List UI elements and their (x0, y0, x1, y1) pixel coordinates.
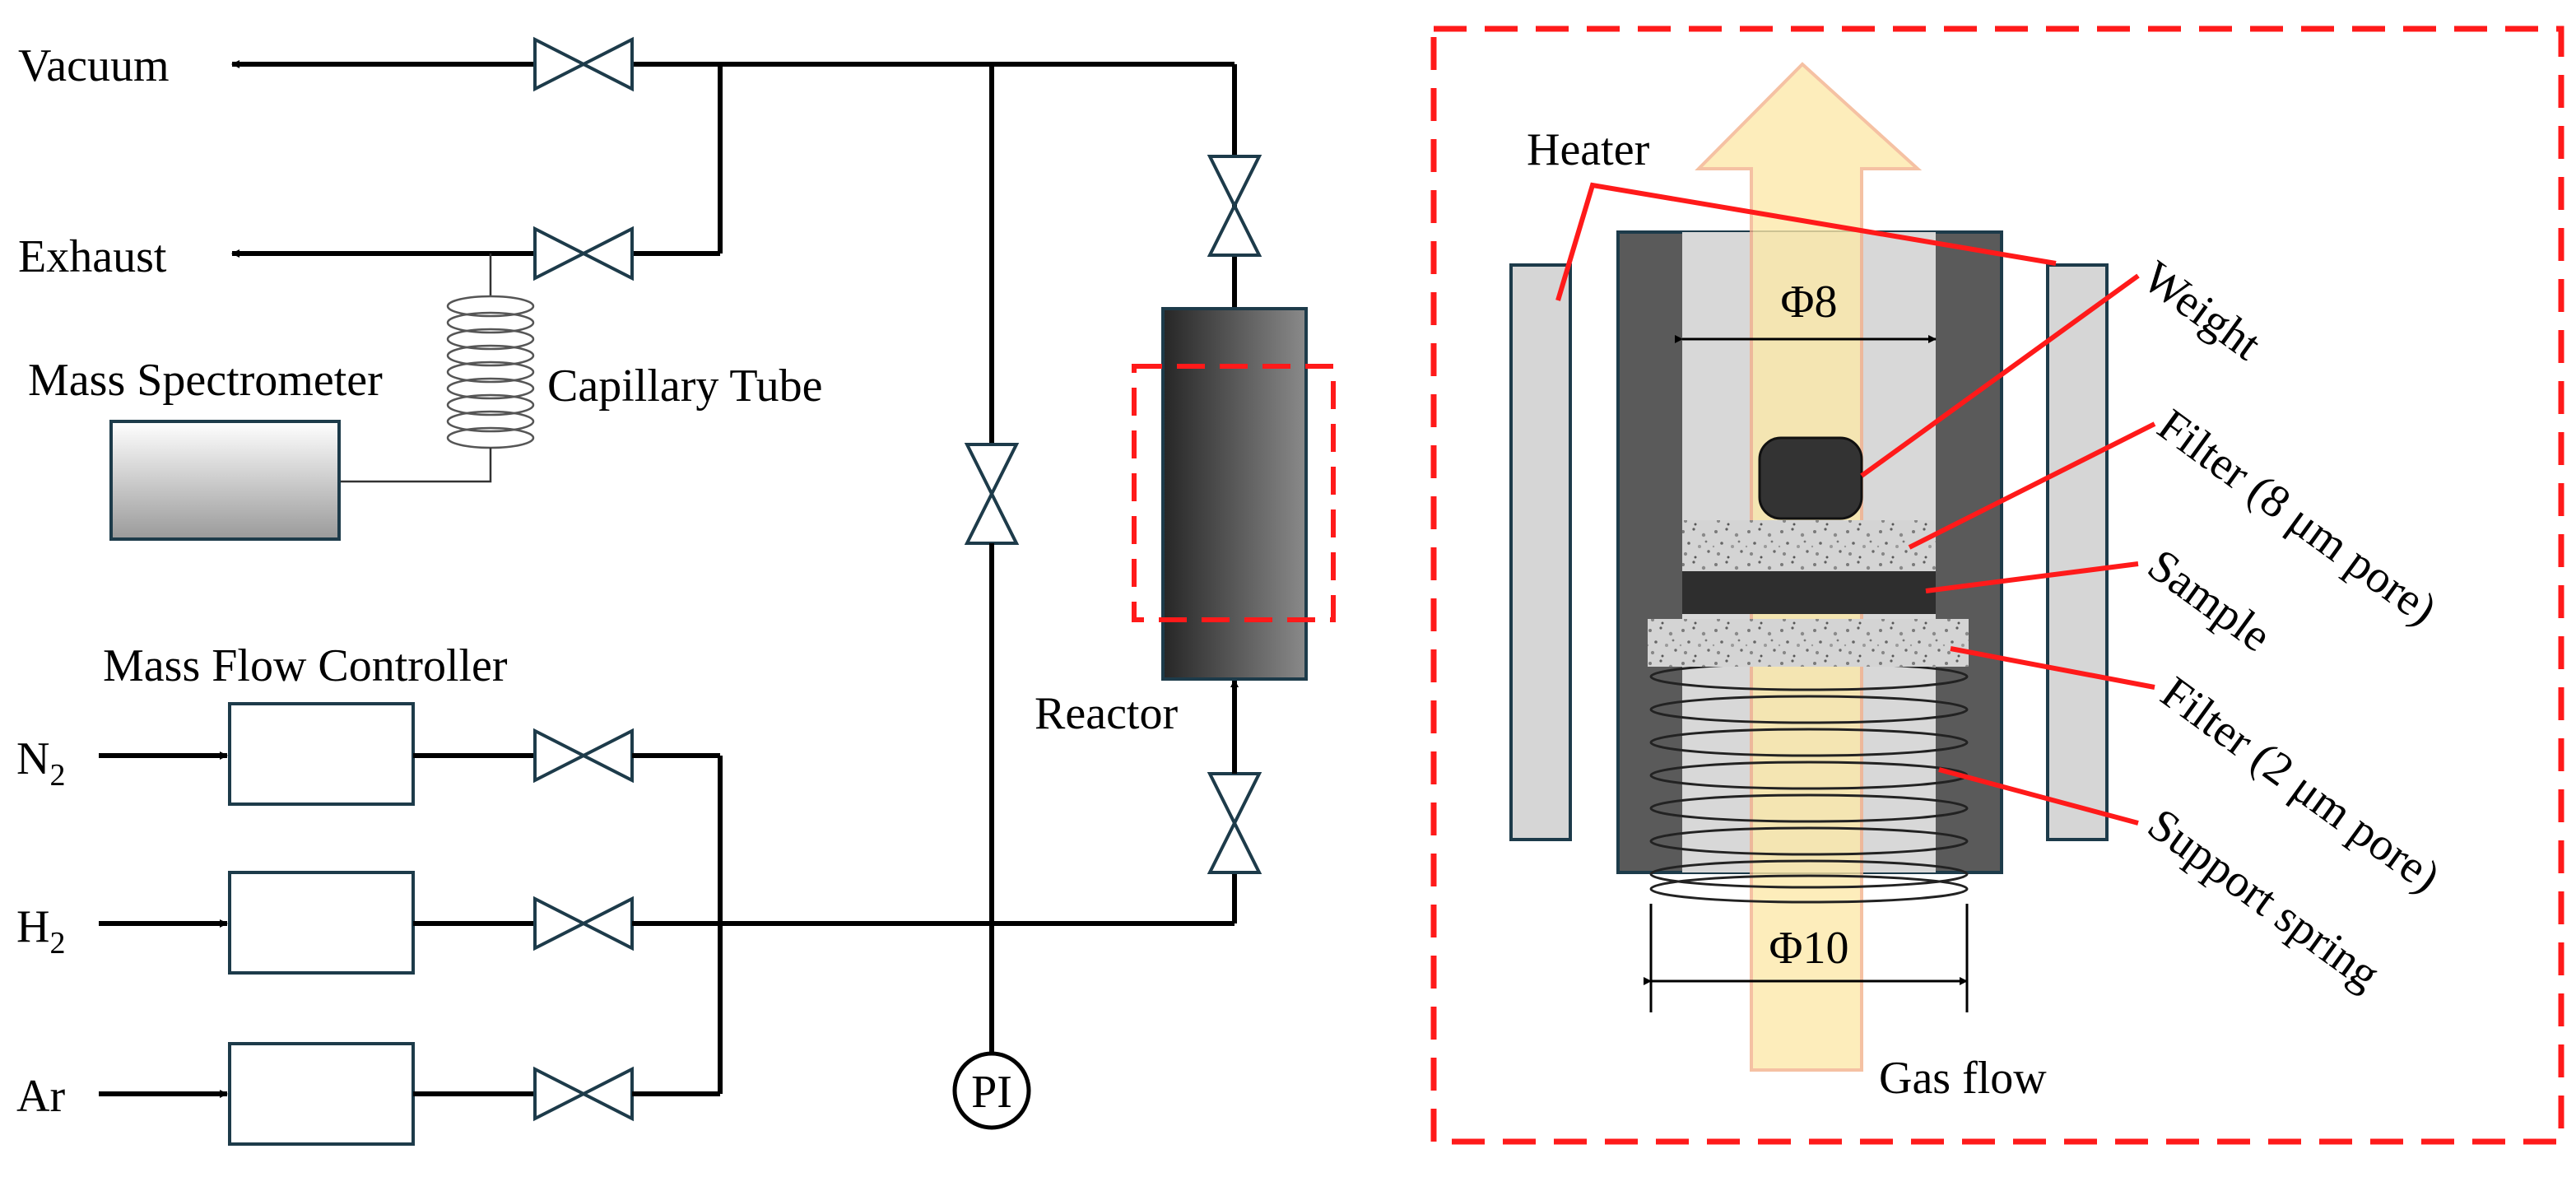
pi-valve-icon (964, 443, 1020, 498)
vacuum-label: Vacuum (18, 40, 170, 91)
h2-valve-icon (533, 896, 588, 951)
vacuum-valve-icon (533, 36, 588, 92)
capillary-coil-icon (446, 295, 535, 449)
pi-valve-icon-half (964, 490, 1020, 545)
n2-valve-icon (533, 728, 588, 784)
reactor-inlet-valve-icon-half (1207, 819, 1262, 874)
filter-top-callout-line (1908, 421, 2156, 550)
ar-valve-icon (533, 1066, 588, 1122)
sample-layer (1682, 571, 1936, 614)
filter-top (1682, 520, 1936, 571)
weight-block (1758, 436, 1863, 520)
flow-diagram: Vacuum Exhaust Capillary (16, 36, 1336, 1146)
reactor-outlet-valve-icon (1207, 155, 1262, 210)
capillary-tube-label: Capillary Tube (547, 361, 822, 412)
reactor-detail-highlight (1132, 364, 1336, 622)
detail-frame (1430, 26, 2564, 1145)
reactor-detail: Φ8 Φ10 Heater Weight Filter (8 μm pore) … (1430, 26, 2564, 1145)
exhaust-valve-icon (533, 226, 588, 281)
sample-callout-line (1925, 561, 2139, 593)
gas-label-n2: N2 (16, 733, 65, 793)
weight-label: Weight (2133, 251, 2271, 370)
filter-bottom-callout-line (1950, 646, 2155, 690)
spring-callout-line (1938, 767, 2139, 826)
pressure-indicator (952, 1051, 1031, 1130)
h2-valve-icon-half (579, 896, 634, 951)
heater-label: Heater (1527, 124, 1650, 175)
mass-flow-controller-label: Mass Flow Controller (103, 640, 508, 691)
capillary-lead-bottom (339, 448, 492, 483)
n2-valve-icon-half (579, 728, 634, 784)
mfc-box-ar (228, 1042, 415, 1146)
mfc-box-n2 (228, 702, 415, 806)
gas-flow-label: Gas flow (1879, 1053, 2047, 1104)
gas-label-ar: Ar (16, 1071, 65, 1122)
heater-right (2046, 263, 2109, 841)
filter-bottom (1648, 619, 1969, 667)
dim-phi10-label: Φ10 (1769, 923, 1849, 974)
reactor-outlet-valve-icon-half (1207, 202, 1262, 257)
dim-phi8-label: Φ8 (1781, 277, 1838, 328)
weight-callout-line (1860, 273, 2140, 478)
mfc-box-h2 (228, 871, 415, 975)
reactor-inlet-valve-icon (1207, 772, 1262, 827)
exhaust-valve-icon-half (579, 226, 634, 281)
mass-spectrometer-label: Mass Spectrometer (28, 355, 383, 406)
mass-spectrometer-box (109, 420, 341, 541)
sample-label: Sample (2138, 539, 2280, 662)
reactor-label: Reactor (1035, 688, 1178, 739)
gas-label-h2: H2 (16, 901, 65, 961)
ar-valve-icon-half (579, 1066, 634, 1122)
vacuum-valve-icon-half (579, 36, 634, 92)
heater-left (1509, 263, 1572, 841)
heater-callout-line (1555, 182, 2057, 301)
pressure-indicator-label: PI (971, 1067, 1012, 1118)
exhaust-label: Exhaust (18, 231, 167, 282)
